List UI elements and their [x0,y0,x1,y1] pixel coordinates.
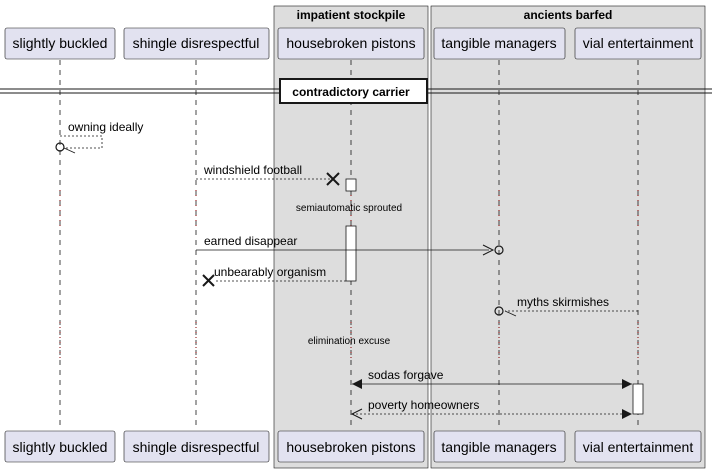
message-label: unbearably organism [214,265,326,279]
activation-bar [345,225,357,282]
message-label: windshield football [203,163,302,177]
participant-label: housebroken pistons [286,35,415,51]
participant-housebroken-pistons-top: housebroken pistons [277,27,425,60]
message-owning-ideally: owning ideally [55,120,143,154]
x-endpoint [326,172,340,186]
message-poverty-homeowners: poverty homeowners [350,398,632,420]
participant-shingle-disrespectful-top: shingle disrespectful [123,27,270,60]
message-label: earned disappear [204,234,297,248]
participant-label: shingle disrespectful [133,35,260,51]
divider: contradictory carrier [0,78,712,104]
delay-2: elimination excuse [59,322,639,362]
circle-endpoint [494,306,504,316]
message-unbearably-organism: unbearably organism [202,265,346,287]
message-myths-skirmishes: myths skirmishes [494,295,638,317]
circle-endpoint [55,142,65,152]
participant-label: shingle disrespectful [133,439,260,455]
participant-housebroken-pistons-bottom: housebroken pistons [277,430,425,463]
participant-vial-entertainment-bottom: vial entertainment [574,430,702,463]
participant-label: slightly buckled [13,439,108,455]
box-title: ancients barfed [524,8,613,22]
participant-label: vial entertainment [583,439,694,455]
activation-bar [345,178,357,192]
box-title: impatient stockpile [297,8,406,22]
participant-tangible-managers-bottom: tangible managers [433,430,566,463]
x-endpoint [202,274,215,287]
delay-label: elimination excuse [308,336,391,347]
participant-vial-entertainment-top: vial entertainment [574,27,702,60]
message-label: poverty homeowners [368,398,479,412]
box-ancients-barfed: ancients barfed [430,5,706,469]
message-label: sodas forgave [368,368,444,382]
participant-label: housebroken pistons [286,439,415,455]
circle-endpoint [494,245,504,255]
participant-label: tangible managers [441,439,556,455]
participant-shingle-disrespectful-bottom: shingle disrespectful [123,430,270,463]
delay-label: semiautomatic sprouted [296,203,402,214]
message-windshield-football: windshield football [196,163,340,186]
participant-slightly-buckled-top: slightly buckled [4,27,116,60]
participant-label: vial entertainment [583,35,694,51]
delay-dots [59,190,639,226]
message-label: owning ideally [68,120,143,134]
participant-tangible-managers-top: tangible managers [433,27,566,60]
delay-dots [59,322,639,362]
participant-slightly-buckled-bottom: slightly buckled [4,430,116,463]
delay-1: semiautomatic sprouted [59,190,639,226]
participant-label: slightly buckled [13,35,108,51]
participant-label: tangible managers [441,35,556,51]
message-earned-disappear: earned disappear [196,234,504,256]
message-label: myths skirmishes [517,295,609,309]
message-sodas-forgave: sodas forgave [352,368,632,389]
divider-label: contradictory carrier [292,85,410,99]
activation-bar [632,383,644,415]
